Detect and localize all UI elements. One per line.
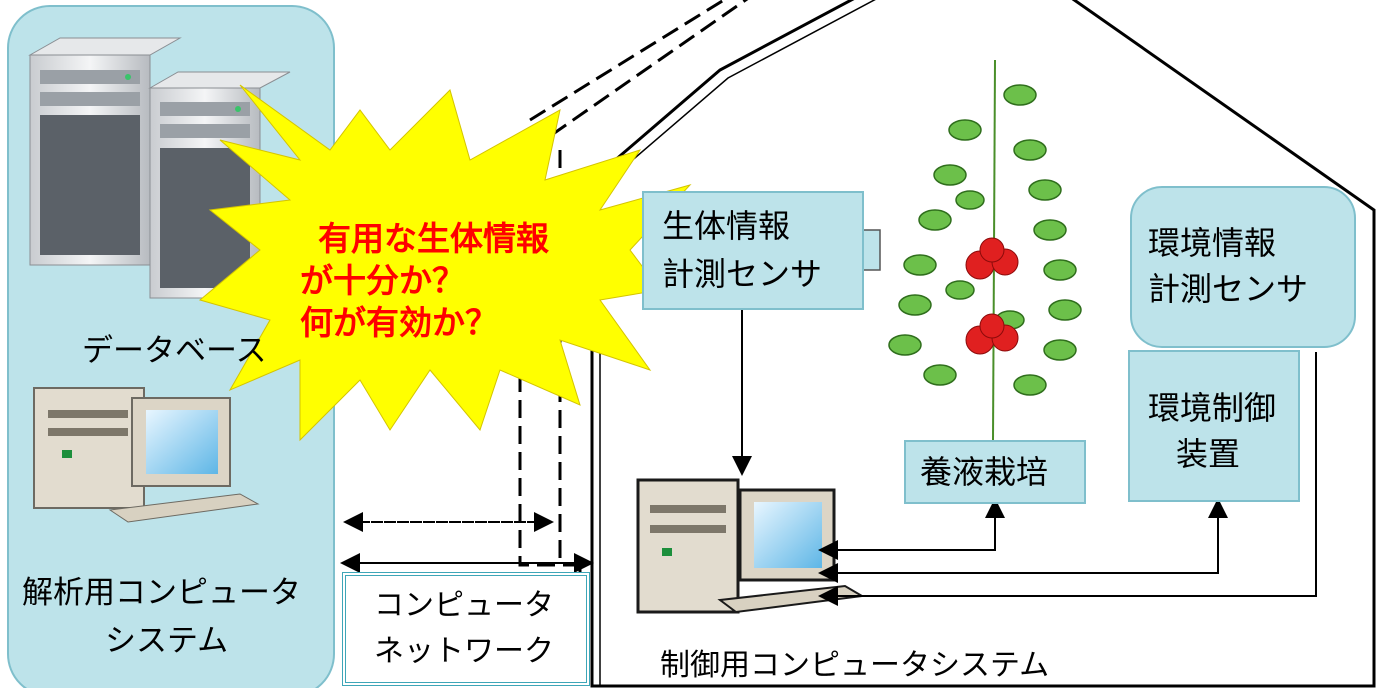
analysis-computer-icon xyxy=(33,387,260,523)
network-box xyxy=(342,572,590,686)
network-label-line2: ネットワーク xyxy=(374,634,554,669)
alert-text-line2: が十分か？ xyxy=(300,261,465,300)
alert-text-line1: 有用な生体情報 xyxy=(318,219,549,258)
connection-arrows xyxy=(340,302,1317,606)
network-label-line1: コンピュータ xyxy=(374,588,554,623)
env-sensor-box xyxy=(1130,186,1356,348)
control-computer-icon xyxy=(636,478,866,614)
env-control-label-line2: 装置 xyxy=(1176,435,1241,473)
env-sensor-label-line2: 計測センサ xyxy=(1148,270,1309,308)
analysis-system-label-line1: 解析用コンピュータ xyxy=(22,575,301,611)
bio-sensor-label-line1: 生体情報 xyxy=(662,207,791,245)
hydroponics-box xyxy=(904,440,1086,504)
tomato-plant-icon xyxy=(888,59,1082,441)
control-system-label: 制御用コンピュータシステム xyxy=(660,648,1050,683)
bio-sensor-label-line2: 計測センサ xyxy=(662,255,823,293)
env-sensor-label-line1: 環境情報 xyxy=(1148,224,1277,262)
alert-text-line3: 何が有効か？ xyxy=(300,303,498,342)
analysis-system-label-line2: システム xyxy=(105,623,229,659)
bio-sensor-probe xyxy=(861,229,881,271)
hydroponics-label: 養液栽培 xyxy=(920,453,1049,491)
bio-sensor-box xyxy=(642,191,864,310)
database-label: データベース xyxy=(82,333,267,369)
env-control-label-line1: 環境制御 xyxy=(1148,389,1277,427)
alert-burst xyxy=(198,84,692,442)
env-control-box xyxy=(1128,350,1300,502)
